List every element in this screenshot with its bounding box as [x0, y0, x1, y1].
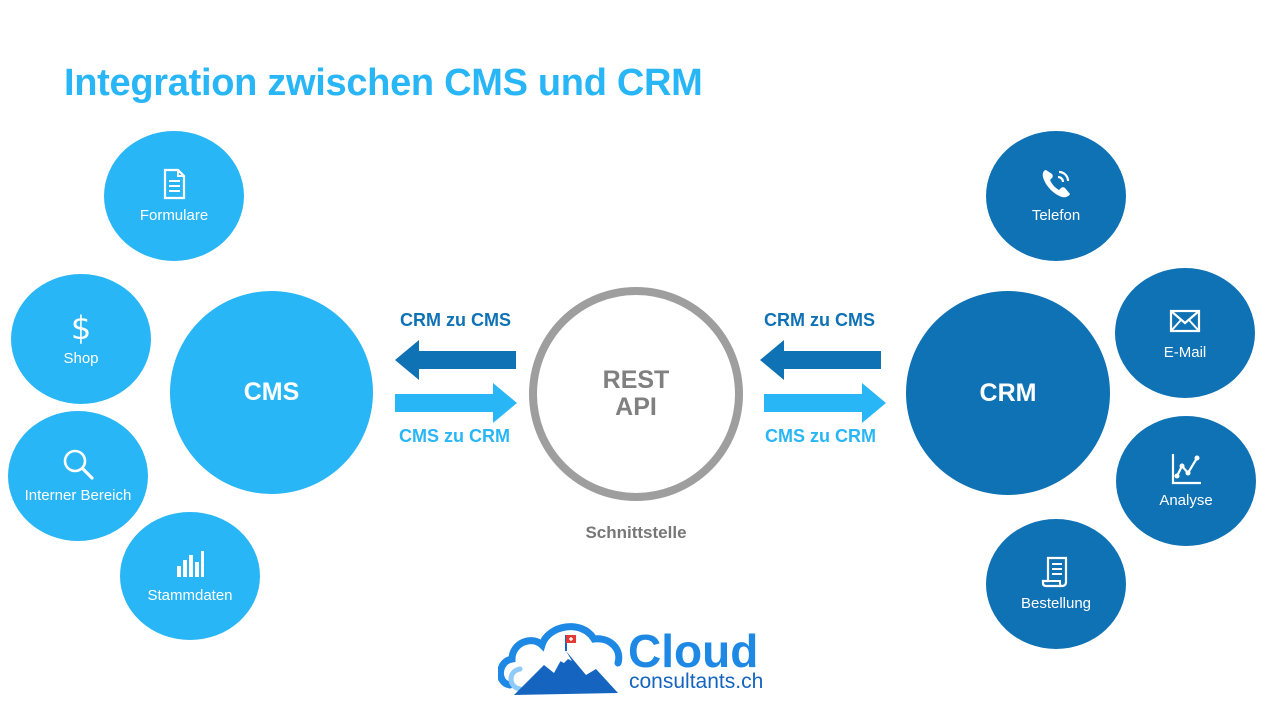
search-icon [63, 449, 94, 480]
arrow-right-cms-to-crm-right [764, 383, 886, 423]
api-label: API [615, 393, 657, 421]
dollar-icon: $ [71, 310, 91, 344]
cms-item-shop: $ Shop [11, 274, 151, 404]
logo-domain: consultants.ch [629, 670, 764, 693]
cloudconsultants-logo: Cloud consultants.ch [498, 615, 778, 697]
crm-to-cms-label-left: CRM zu CMS [400, 310, 511, 330]
receipt-icon [1041, 556, 1068, 588]
page-title: Integration zwischen CMS und CRM [64, 62, 703, 104]
crm-item-label: E-Mail [1163, 344, 1207, 361]
cms-item-label: Shop [63, 350, 99, 367]
cms-to-crm-label-right: CMS zu CRM [765, 426, 876, 446]
crm-item-label: Telefon [1031, 207, 1081, 224]
cms-item-label: Stammdaten [147, 587, 233, 604]
cms-item-formulare: Formulare [104, 131, 244, 261]
arrow-left-crm-to-cms-right [760, 340, 881, 380]
mail-icon [1169, 309, 1201, 333]
cms-to-crm-label-left: CMS zu CRM [399, 426, 510, 446]
rest-api-circle: REST API [529, 287, 743, 501]
cloud-mountain-icon [498, 623, 623, 695]
cms-label: CMS [243, 378, 300, 406]
crm-item-bestellung: Bestellung [986, 519, 1126, 649]
arrow-left-crm-to-cms [395, 340, 516, 380]
cms-item-label: Interner Bereich [24, 487, 132, 504]
interface-caption: Schnittstelle [585, 523, 687, 542]
cms-circle: CMS [170, 291, 373, 494]
document-icon [163, 168, 186, 200]
logo-wordmark: Cloud [628, 625, 759, 677]
line-chart-icon [1171, 454, 1201, 485]
crm-circle: CRM [906, 291, 1110, 495]
cms-item-label: Formulare [139, 207, 209, 224]
crm-item-label: Analyse [1159, 492, 1213, 509]
arrow-right-cms-to-crm-left [395, 383, 517, 423]
rest-label: REST [602, 366, 670, 394]
crm-to-cms-label-right: CRM zu CMS [764, 310, 875, 330]
phone-icon [1042, 170, 1070, 198]
crm-item-analyse: Analyse [1116, 416, 1256, 546]
svg-text:$: $ [71, 310, 91, 344]
cms-item-interner-bereich: Interner Bereich [8, 411, 148, 541]
crm-item-label: Bestellung [1020, 595, 1092, 612]
cms-item-stammdaten: Stammdaten [120, 512, 260, 640]
crm-item-email: E-Mail [1115, 268, 1255, 398]
bar-chart-icon [177, 551, 204, 577]
crm-label: CRM [979, 378, 1037, 407]
crm-item-telefon: Telefon [986, 131, 1126, 261]
